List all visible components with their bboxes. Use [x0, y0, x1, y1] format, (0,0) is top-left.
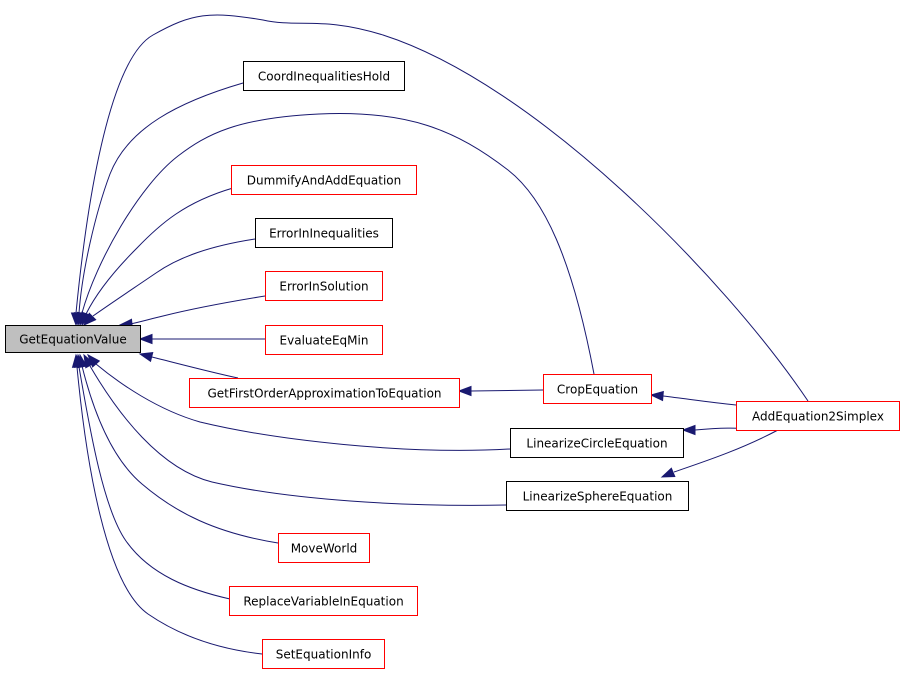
- node-box: [265, 271, 383, 301]
- node-linsphere[interactable]: LinearizeSphereEquation: [506, 481, 689, 511]
- node-box: [243, 61, 405, 91]
- arrowhead-icon: [138, 333, 153, 345]
- edges-layer: [70, 14, 809, 655]
- node-lincircle[interactable]: LinearizeCircleEquation: [510, 428, 684, 458]
- arrowhead-icon: [681, 424, 696, 436]
- edge-line: [92, 238, 256, 317]
- edge-evaleq-to-root: [138, 333, 265, 345]
- edge-line: [85, 187, 234, 315]
- node-root: GetEquationValue: [5, 325, 141, 353]
- node-label: DummifyAndAddEquation: [247, 174, 401, 188]
- node-box: [262, 639, 385, 669]
- node-box: [265, 325, 383, 355]
- node-box: [231, 165, 417, 195]
- node-label: CoordInequalitiesHold: [258, 70, 390, 84]
- node-label: EvaluateEqMin: [280, 334, 369, 348]
- edge-seteq-to-root: [71, 353, 263, 655]
- node-label: GetEquationValue: [19, 333, 126, 347]
- edge-line: [76, 366, 263, 655]
- edge-addsimplex-to-root: [70, 14, 809, 402]
- edge-crop-to-firstorder: [457, 385, 544, 397]
- edge-line: [662, 395, 737, 406]
- node-label: GetFirstOrderApproximationToEquation: [207, 387, 441, 401]
- edge-addsimplex-to-crop: [649, 390, 737, 406]
- edge-line: [78, 366, 231, 600]
- edge-coord-to-root: [73, 82, 244, 327]
- node-box: [278, 533, 370, 563]
- edge-line: [81, 365, 279, 544]
- edge-line: [81, 113, 595, 375]
- arrowhead-icon: [83, 353, 95, 369]
- node-box: [5, 325, 141, 353]
- edge-line: [95, 363, 511, 451]
- node-errsol[interactable]: ErrorInSolution: [265, 271, 383, 301]
- arrowhead-icon: [649, 390, 664, 402]
- edge-addsimplex-to-linsphere: [660, 429, 779, 478]
- node-box: [255, 218, 393, 248]
- edge-line: [151, 356, 239, 379]
- edge-line: [89, 365, 507, 506]
- node-label: MoveWorld: [291, 542, 358, 556]
- node-box: [189, 378, 460, 408]
- node-moveworld[interactable]: MoveWorld: [278, 533, 370, 563]
- node-errineq[interactable]: ErrorInInequalities: [255, 218, 393, 248]
- node-coord[interactable]: CoordInequalitiesHold: [243, 61, 405, 91]
- edge-line: [470, 389, 544, 392]
- edge-line: [673, 429, 779, 473]
- node-box: [510, 428, 684, 458]
- node-label: SetEquationInfo: [276, 648, 372, 662]
- edge-line: [75, 14, 809, 402]
- node-label: AddEquation2Simplex: [752, 410, 884, 424]
- node-label: LinearizeCircleEquation: [526, 437, 667, 451]
- node-evaleq[interactable]: EvaluateEqMin: [265, 325, 383, 355]
- edge-errsol-to-root: [118, 295, 266, 329]
- node-box: [543, 374, 652, 404]
- node-firstorder[interactable]: GetFirstOrderApproximationToEquation: [189, 378, 460, 408]
- node-addsimplex[interactable]: AddEquation2Simplex: [736, 401, 900, 431]
- arrowhead-icon: [82, 312, 97, 327]
- node-label: ErrorInInequalities: [269, 227, 379, 241]
- node-label: ReplaceVariableInEquation: [243, 595, 403, 609]
- edge-errineq-to-root: [82, 238, 256, 327]
- nodes-layer: GetEquationValue CoordInequalitiesHoldDum…: [5, 61, 900, 669]
- arrowhead-icon: [71, 353, 83, 368]
- node-label: CropEquation: [557, 383, 638, 397]
- node-crop[interactable]: CropEquation: [543, 374, 652, 404]
- node-box: [229, 586, 418, 616]
- node-box: [736, 401, 900, 431]
- edge-linsphere-to-root: [83, 353, 507, 506]
- edge-firstorder-to-root: [138, 351, 239, 379]
- node-dummify[interactable]: DummifyAndAddEquation: [231, 165, 417, 195]
- node-box: [506, 481, 689, 511]
- arrowhead-icon: [138, 351, 154, 363]
- node-replacevar[interactable]: ReplaceVariableInEquation: [229, 586, 418, 616]
- edge-line: [129, 295, 266, 325]
- node-seteq[interactable]: SetEquationInfo: [262, 639, 385, 669]
- node-label: LinearizeSphereEquation: [523, 490, 673, 504]
- node-label: ErrorInSolution: [279, 280, 368, 294]
- arrowhead-icon: [457, 385, 472, 397]
- arrowhead-icon: [660, 467, 676, 478]
- edge-line: [78, 82, 244, 314]
